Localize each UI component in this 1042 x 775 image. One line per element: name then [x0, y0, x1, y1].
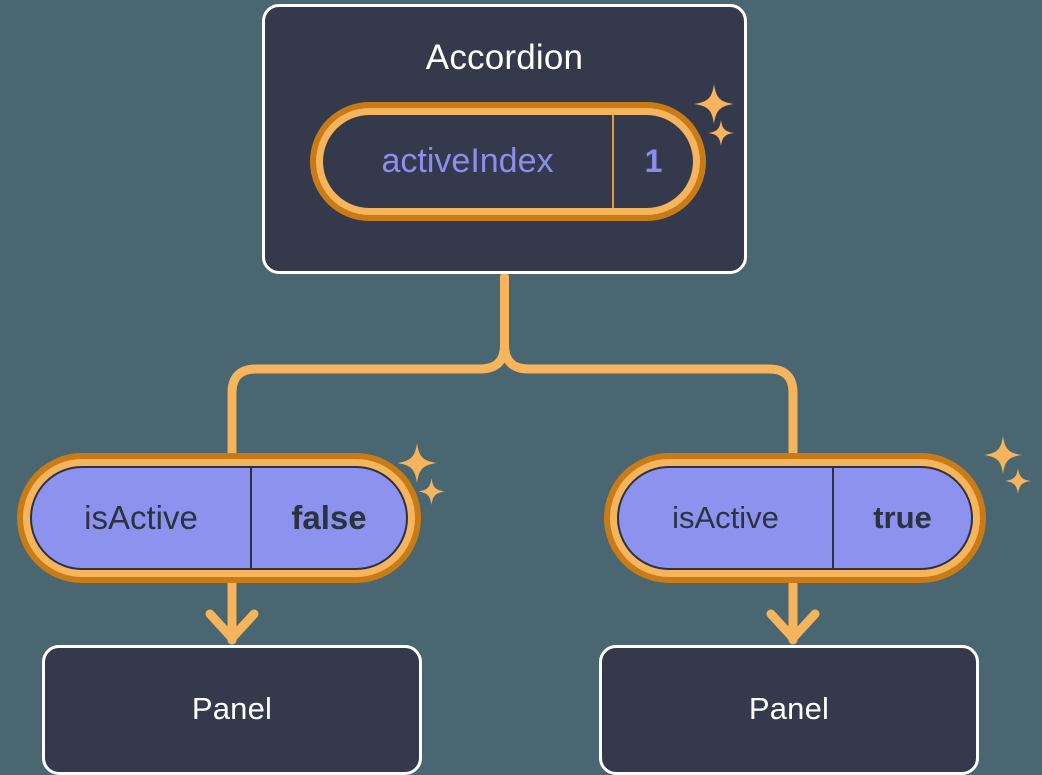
state-pill-highlight-ring-right: isActive true: [610, 459, 980, 577]
arrow-down-icon-right: [766, 609, 820, 643]
state-pill-body: activeIndex 1: [323, 115, 693, 208]
state-key-is-active-right: isActive: [672, 500, 779, 535]
state-key-is-active-left: isActive: [84, 499, 198, 536]
state-pill-is-active-left[interactable]: isActive false: [17, 453, 421, 583]
state-pill-active-index[interactable]: activeIndex 1: [310, 102, 706, 221]
arrow-down-icon-left: [205, 609, 259, 643]
state-key-active-index: activeIndex: [381, 142, 554, 180]
panel-component-card-right[interactable]: Panel: [599, 645, 979, 775]
edge-to-panel-right: [500, 340, 798, 457]
panel-title-right: Panel: [748, 691, 830, 726]
state-pill-is-active-right[interactable]: isActive true: [604, 453, 986, 583]
state-value-is-active-left: false: [250, 468, 406, 568]
edge-to-panel-left: [227, 340, 509, 457]
sparkle-icon-right-small: [1005, 468, 1031, 494]
state-pill-highlight-ring: activeIndex 1: [316, 108, 700, 215]
sparkle-icon-right-large: [984, 436, 1022, 474]
panel-title-left: Panel: [191, 691, 273, 726]
state-value-is-active-right: true: [832, 468, 971, 568]
sparkle-icon-left-small: [418, 478, 445, 505]
state-pill-body-right: isActive true: [617, 466, 973, 570]
accordion-title: Accordion: [425, 38, 584, 77]
state-value-active-index: 1: [612, 115, 693, 208]
state-pill-highlight-ring-left: isActive false: [23, 459, 415, 577]
state-pill-body-left: isActive false: [30, 466, 408, 570]
panel-component-card-left[interactable]: Panel: [42, 645, 422, 775]
